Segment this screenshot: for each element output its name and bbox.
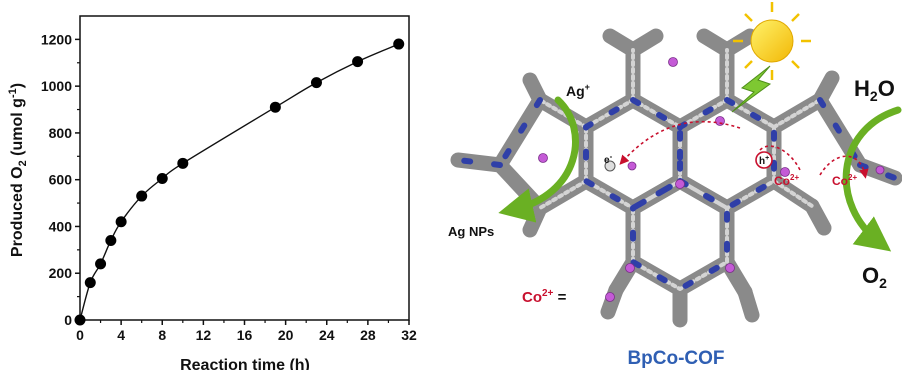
- series-points: [74, 38, 405, 326]
- co-label-right: Co2+: [832, 173, 857, 188]
- h2o-label: H2O: [854, 76, 895, 104]
- y-tick-label: 1000: [41, 78, 72, 94]
- charge-transfer-paths: [619, 120, 869, 179]
- data-point: [105, 234, 117, 246]
- hole-label: h+: [759, 155, 769, 167]
- x-tick-label: 32: [401, 327, 417, 343]
- ag-ion-label: Ag+: [566, 82, 590, 99]
- data-point: [352, 56, 364, 68]
- data-point: [74, 314, 86, 326]
- o2-label: O2: [862, 263, 887, 291]
- o2-production-chart: 0 4 8 12 16 20 24 28 32 0 200 400 600 800 1000 1200 Pro…: [7, 15, 417, 370]
- x-tick-label: 20: [278, 327, 294, 343]
- hole-marker: [755, 151, 773, 169]
- scheme-caption: BpCo-COF: [627, 348, 724, 369]
- y-axis-label: Produced O2 (umol g-1): [7, 83, 29, 257]
- electron-label: e-: [604, 152, 613, 166]
- lightning-icon: [731, 65, 772, 113]
- co-ion-sites: [538, 57, 885, 273]
- x-tick-label: 28: [360, 327, 376, 343]
- x-tick-label: 24: [319, 327, 335, 343]
- y-tick-label: 800: [49, 125, 73, 141]
- data-point: [115, 216, 127, 228]
- cof-framework: [450, 28, 902, 328]
- y-tick-label: 600: [49, 172, 73, 188]
- x-tick-label: 8: [158, 327, 166, 343]
- chart-ticks: 0 4 8 12 16 20 24 28 32 0 200 400 600 800 1000 1200: [41, 31, 417, 343]
- data-point: [84, 277, 96, 289]
- bpco-cof-scheme: Ag+ Ag NPs e- h+ Co2+ Co2+ H2O O2 Co2+ =…: [448, 2, 902, 369]
- data-point: [269, 101, 281, 113]
- y-tick-label: 400: [49, 218, 73, 234]
- x-tick-label: 4: [117, 327, 125, 343]
- legend-co-ion: Co2+ =: [522, 288, 567, 306]
- x-tick-label: 0: [76, 327, 84, 343]
- y-tick-label: 0: [64, 312, 72, 328]
- x-tick-label: 16: [237, 327, 253, 343]
- data-point: [177, 157, 189, 169]
- data-point: [156, 173, 168, 185]
- y-tick-label: 200: [49, 265, 73, 281]
- series-line: [79, 43, 399, 321]
- y-tick-label: 1200: [41, 31, 72, 47]
- x-tick-label: 12: [196, 327, 212, 343]
- electron-dot: [604, 160, 616, 172]
- co-label-left: Co2+: [774, 173, 799, 188]
- data-point: [136, 190, 148, 202]
- reaction-arrows: [498, 96, 902, 252]
- data-point: [393, 38, 405, 50]
- x-axis-label: Reaction time (h): [180, 357, 310, 370]
- ag-nps-label: Ag NPs: [448, 224, 494, 239]
- legend-co-dot: [605, 292, 615, 302]
- data-point: [310, 77, 322, 89]
- sun-icon: [733, 2, 811, 80]
- data-point: [95, 258, 107, 270]
